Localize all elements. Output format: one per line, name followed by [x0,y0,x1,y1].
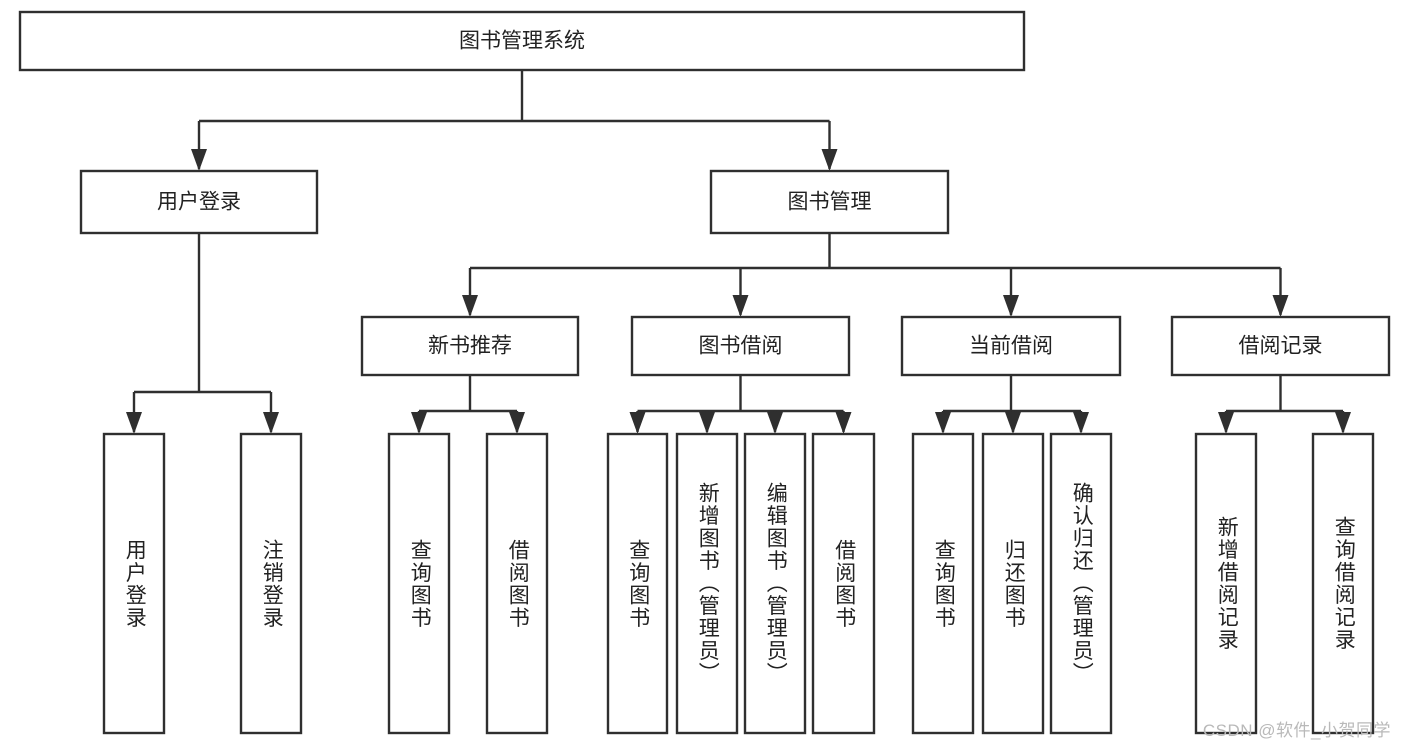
arrow-head-leaf-query-books-borrow [629,412,646,434]
node-label-root: 图书管理系统 [459,30,585,53]
node-leaf-add-borrow-record[interactable] [1194,432,1258,735]
arrow-head-leaf-add-borrow-record [1218,412,1234,434]
csdn-watermark: CSDN @软件_小贺同学 [1202,721,1391,740]
node-label-book-borrow: 图书借阅 [699,335,783,358]
arrow-head-current-borrow [1003,295,1019,317]
node-new-book-recommend[interactable] [360,315,580,377]
arrow-head-leaf-query-borrow-record [1335,412,1351,434]
arrow-head-leaf-add-book-admin [699,412,715,434]
arrow-head-leaf-return-books [1005,412,1021,434]
node-current-borrow[interactable] [900,315,1122,377]
arrow-head-leaf-user-login [126,412,142,434]
node-box-group [18,10,1391,735]
node-leaf-query-borrow-record[interactable] [1311,432,1375,735]
arrow-head-leaf-edit-book-admin [767,412,783,434]
node-label-new-book-recommend: 新书推荐 [428,335,512,358]
node-leaf-query-books-borrow[interactable] [606,432,669,735]
node-leaf-add-book-admin[interactable] [675,432,739,735]
node-borrow-record[interactable] [1170,315,1391,377]
node-leaf-query-books-current[interactable] [911,432,975,735]
node-book-management[interactable] [709,169,950,235]
node-leaf-borrow-books-recommend[interactable] [485,432,549,735]
node-user-login[interactable] [79,169,319,235]
node-label-current-borrow: 当前借阅 [969,335,1053,358]
node-leaf-edit-book-admin[interactable] [743,432,807,735]
node-book-borrow[interactable] [630,315,851,377]
arrow-head-leaf-query-books-recommend [411,412,427,434]
node-leaf-return-books[interactable] [981,432,1045,735]
arrow-head-book-management [821,149,838,171]
node-label-user-login: 用户登录 [157,191,241,214]
node-root[interactable] [18,10,1026,72]
node-leaf-user-login[interactable] [102,432,166,735]
arrow-head-leaf-confirm-return-admin [1073,412,1089,434]
arrow-head-leaf-query-books-current [935,412,951,434]
node-leaf-logout-login[interactable] [239,432,303,735]
arrow-head-new-book-recommend [462,295,478,317]
node-label-book-management: 图书管理 [788,191,872,214]
arrow-head-book-borrow [732,295,749,317]
node-leaf-borrow-books[interactable] [811,432,876,735]
node-leaf-confirm-return-admin[interactable] [1049,432,1113,735]
node-leaf-query-books-recommend[interactable] [387,432,451,735]
arrow-head-leaf-borrow-books [835,412,852,434]
arrow-head-leaf-borrow-books-recommend [509,412,525,434]
arrow-head-user-login [191,149,207,171]
arrow-head-leaf-logout-login [263,412,279,434]
connector-group [126,70,1351,434]
arrow-head-borrow-record [1272,295,1289,317]
node-label-borrow-record: 借阅记录 [1239,335,1323,358]
